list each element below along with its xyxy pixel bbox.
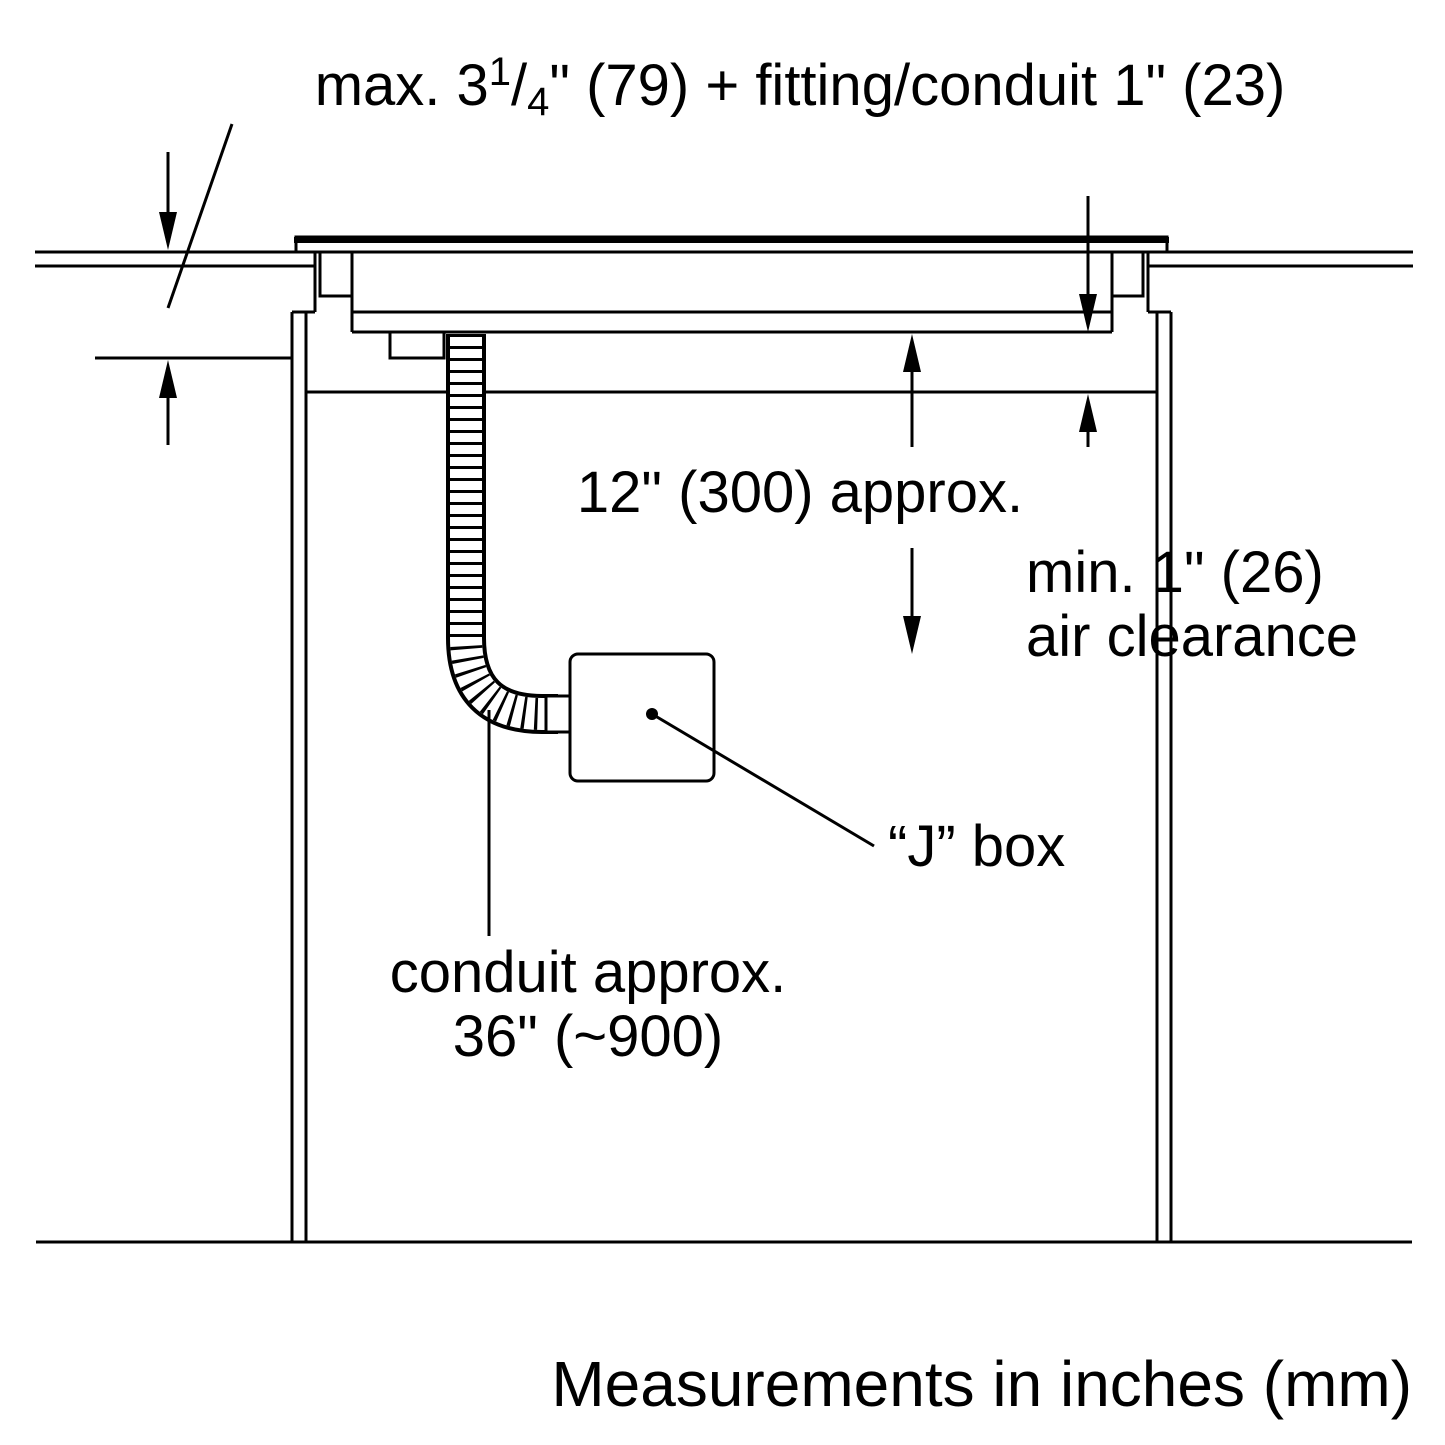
dim-max-depth — [95, 123, 292, 445]
arrow-up — [1079, 394, 1097, 432]
flexible-conduit — [446, 334, 558, 734]
air-clearance-label-line2: air clearance — [1026, 604, 1358, 669]
countertop-right — [1146, 250, 1413, 312]
junction-box — [568, 652, 716, 783]
dim-air-clearance — [1079, 196, 1097, 447]
conduit-label-line1: conduit approx. — [390, 940, 787, 1005]
jbox-label: “J” box — [888, 814, 1065, 879]
depth-to-jbox-label: 12" (300) approx. — [577, 460, 1023, 525]
countertop-left — [35, 250, 317, 312]
top-dimension-label: max. 31/4" (79) + fitting/conduit 1" (23… — [315, 50, 1286, 124]
jbox-leader — [646, 708, 875, 848]
cabinet — [290, 310, 1173, 1242]
arrow-down — [1079, 294, 1097, 332]
conduit-fitting — [388, 330, 446, 360]
arrow-up — [159, 360, 177, 398]
arrow-down — [159, 212, 177, 250]
arrow-up — [903, 334, 921, 372]
arrow-down — [903, 616, 921, 654]
air-clearance-label-line1: min. 1" (26) — [1026, 540, 1324, 605]
footer-label: Measurements in inches (mm) — [551, 1348, 1412, 1420]
cooktop — [294, 235, 1169, 334]
dim-depth-to-jbox — [903, 334, 921, 654]
mounting-clip-right — [1112, 252, 1145, 298]
mounting-clip-left — [318, 252, 352, 298]
conduit-label-line2: 36" (~900) — [453, 1004, 724, 1069]
leader-line-top-dimension — [166, 123, 234, 309]
leader-line-jbox — [651, 712, 875, 848]
